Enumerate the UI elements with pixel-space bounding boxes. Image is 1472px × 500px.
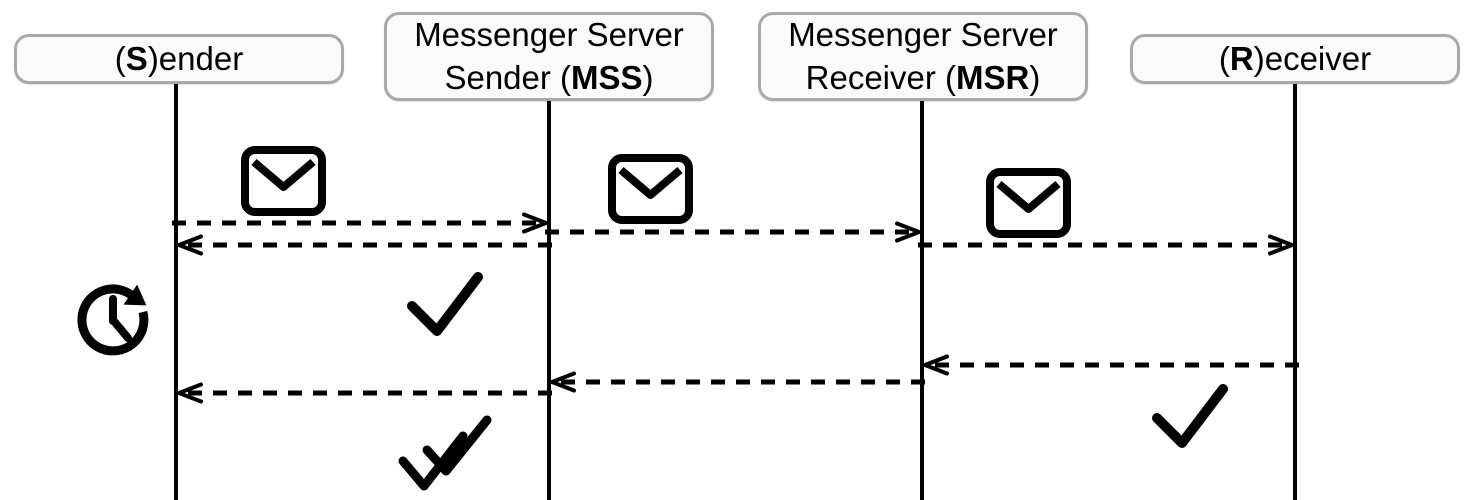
single-check-icon: [407, 272, 483, 336]
arrowhead-right: [522, 212, 548, 234]
lifelines: [174, 60, 1297, 500]
arrowhead-left: [550, 371, 576, 393]
arrow-sender-to-mss: [172, 212, 548, 234]
clock-hour-hand: [109, 316, 132, 342]
arrow-msr-to-receiver: [918, 234, 1294, 256]
arrow-msr-to-mss: [550, 371, 925, 393]
envelope-flap: [996, 180, 1061, 213]
envelope-body: [608, 154, 693, 224]
single-check-icon: [1152, 384, 1228, 448]
arrowhead-left: [177, 382, 203, 404]
arrow-mss-to-msr: [545, 221, 921, 243]
double-check-front: [398, 431, 468, 491]
participant-sender: (S)ender: [14, 34, 344, 84]
clock-arrow-icon: [77, 284, 149, 356]
participant-label: (R)eceiver: [1218, 39, 1372, 77]
message-arrows: [172, 212, 1299, 404]
envelope-icons: [241, 146, 1071, 238]
arrowhead-left: [923, 354, 949, 376]
participant-mss: Messenger Server Sender (MSS): [384, 12, 714, 101]
arrow-receiver-to-msr: [923, 354, 1299, 376]
envelope-icon: [608, 154, 693, 224]
double-check-back: [422, 415, 492, 476]
participant-label: (S)ender: [114, 39, 244, 77]
envelope-flap: [618, 166, 683, 199]
participant-label-line1: Messenger Server: [788, 16, 1058, 54]
arrow-mss-to-sender-receipt: [177, 382, 552, 404]
envelope-icon: [986, 168, 1071, 238]
participant-receiver: (R)eceiver: [1130, 34, 1460, 84]
participant-label-line2: Sender (MSS): [444, 58, 654, 96]
participant-label-line1: Messenger Server: [414, 16, 684, 54]
arrow-mss-to-sender-ack: [177, 234, 552, 256]
clock-arrowhead: [123, 284, 147, 306]
arrowhead-left: [177, 234, 203, 256]
envelope-body: [986, 168, 1071, 238]
participant-label-line2: Receiver (MSR): [805, 58, 1041, 96]
arrowhead-right: [1268, 234, 1294, 256]
envelope-icon: [241, 146, 326, 216]
participant-msr: Messenger Server Receiver (MSR): [758, 12, 1088, 101]
arrowhead-right: [895, 221, 921, 243]
double-check-icon: [398, 415, 492, 491]
envelope-body: [241, 146, 326, 216]
envelope-flap: [251, 158, 316, 191]
clock-circle: [77, 284, 149, 356]
